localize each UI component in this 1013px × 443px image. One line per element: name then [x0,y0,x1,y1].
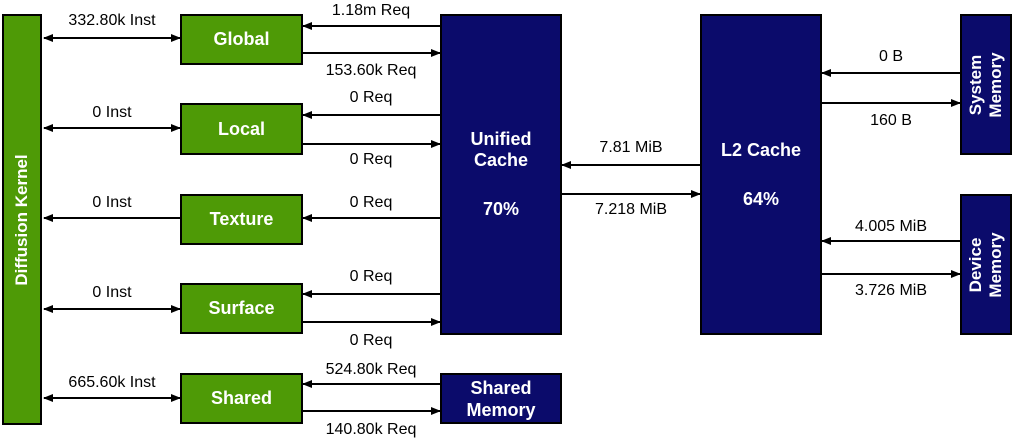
l2-to-unified-label: 7.81 MiB [599,139,663,156]
l2-to-device-label: 3.726 MiB [854,282,928,299]
surface-req-in-label: 0 Req [349,268,393,285]
global-req-in-label: 1.18m Req [331,2,411,19]
device-memory-label: Device Memory [966,200,1006,330]
system-memory-box: System Memory [960,14,1012,155]
system-memory-label-line1: System [966,54,985,115]
l2-to-system-label: 160 B [870,112,912,129]
shared-unit: Shared [180,373,303,424]
texture-req-label: 0 Req [349,194,393,211]
device-memory-box: Device Memory [960,194,1012,335]
system-to-l2-label: 0 B [878,48,904,65]
local-inst-label: 0 Inst [92,104,132,121]
device-memory-label-line2: Memory [986,231,1005,298]
device-to-l2-label: 4.005 MiB [854,218,928,235]
l2-cache-label: L2 Cache [720,139,802,160]
device-memory-label-line1: Device [966,237,985,292]
shared-memory-label-line1: Shared [470,377,532,398]
unified-cache-box: Unified Cache 70% [440,14,562,335]
shared-unit-label: Shared [210,388,273,408]
shared-memory-box: Shared Memory [440,373,562,424]
l2-cache-hit-rate: 64% [742,188,780,209]
local-unit-label: Local [217,118,265,139]
unified-cache-hit-rate: 70% [482,199,520,219]
global-unit: Global [180,14,303,65]
system-memory-label: System Memory [966,20,1006,150]
global-unit-label: Global [213,29,270,49]
surface-req-out-label: 0 Req [349,332,393,349]
global-inst-label: 332.80k Inst [68,12,156,29]
local-req-out-label: 0 Req [349,151,393,168]
system-memory-label-line2: Memory [986,51,1005,118]
diffusion-kernel-label: Diffusion Kernel [12,153,31,286]
unified-cache-label-line2: Cache [473,150,529,170]
shared-req-out-label: 140.80k Req [325,421,417,438]
global-req-out-label: 153.60k Req [325,62,417,79]
surface-unit-label: Surface [208,298,275,318]
texture-unit-label: Texture [209,209,274,229]
unified-cache-label-line1: Unified [470,129,532,149]
local-unit: Local [180,103,303,155]
shared-inst-label: 665.60k Inst [68,374,156,391]
diffusion-kernel-box: Diffusion Kernel [2,14,42,425]
local-req-in-label: 0 Req [349,89,393,106]
texture-inst-label: 0 Inst [92,194,132,211]
shared-req-in-label: 524.80k Req [325,361,417,378]
texture-unit: Texture [180,194,303,245]
l2-cache-box: L2 Cache 64% [700,14,822,335]
surface-unit: Surface [180,283,303,334]
unified-to-l2-label: 7.218 MiB [594,201,668,218]
shared-memory-label-line2: Memory [466,399,536,420]
surface-inst-label: 0 Inst [92,284,132,301]
